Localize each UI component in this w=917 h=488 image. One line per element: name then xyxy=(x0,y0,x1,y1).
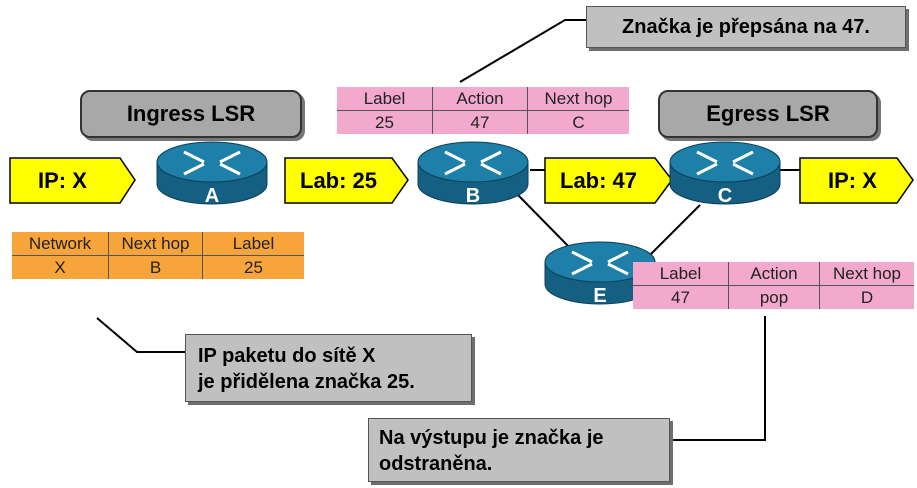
packet-ip-out xyxy=(799,157,914,204)
callout-egress-line1: Na výstupu je značka je xyxy=(379,427,604,449)
egress-lsr-label: Egress LSR xyxy=(658,90,878,138)
callout-relabel: Značka je přepsána na 47. xyxy=(586,6,906,48)
table-b-header-label: Label xyxy=(337,87,433,111)
table-b-cell-nexthop: C xyxy=(527,110,629,134)
packet-ip-in-label: IP: X xyxy=(38,168,87,193)
table-b-cell-label: 25 xyxy=(337,110,433,134)
router-e: E xyxy=(544,241,656,307)
table-a-cell-label: 25 xyxy=(202,255,304,279)
label-table-e: Label Action Next hop 47 pop D xyxy=(633,262,914,309)
table-e-header-label: Label xyxy=(633,262,729,286)
callout-egress-line2: odstraněna. xyxy=(379,453,493,475)
leader-top xyxy=(459,19,586,83)
ingress-lsr-label: Ingress LSR xyxy=(80,90,302,138)
label-table-b: Label Action Next hop 25 47 C xyxy=(337,87,629,134)
callout-egress: Na výstupu je značka je odstraněna. xyxy=(368,418,670,482)
packet-lab-25 xyxy=(284,157,409,204)
table-e-header-action: Action xyxy=(728,262,820,286)
table-a-cell-network: X xyxy=(12,255,109,279)
router-c: C xyxy=(669,141,781,207)
packet-ip-in xyxy=(9,157,136,204)
leader-ingress xyxy=(96,317,185,353)
router-c-label: C xyxy=(718,185,732,207)
table-b-header-nexthop: Next hop xyxy=(527,87,629,111)
packet-lab-25-label: Lab: 25 xyxy=(300,168,377,193)
router-arrows-icon xyxy=(183,150,241,176)
router-a: A xyxy=(156,141,268,207)
router-arrows-icon xyxy=(571,250,629,276)
table-e-header-nexthop: Next hop xyxy=(819,262,914,286)
table-a-header-network: Network xyxy=(12,232,109,256)
router-b-label: B xyxy=(466,185,480,207)
table-e-cell-action: pop xyxy=(728,285,820,309)
router-e-label: E xyxy=(593,285,606,307)
router-b: B xyxy=(417,141,529,207)
packet-lab-47-label: Lab: 47 xyxy=(560,168,637,193)
leader-egress xyxy=(672,316,766,441)
link-c-e xyxy=(649,204,701,256)
table-e-cell-label: 47 xyxy=(633,285,729,309)
table-b-cell-action: 47 xyxy=(432,110,528,134)
router-arrows-icon xyxy=(444,150,502,176)
table-a-cell-nexthop: B xyxy=(108,255,203,279)
link-b-e xyxy=(517,194,573,251)
router-a-label: A xyxy=(205,185,219,207)
table-b-header-action: Action xyxy=(432,87,528,111)
table-e-cell-nexthop: D xyxy=(819,285,914,309)
label-table-a: Network Next hop Label X B 25 xyxy=(12,232,304,279)
callout-ingress: IP paketu do sítě X je přidělena značka … xyxy=(185,334,472,402)
callout-ingress-line1: IP paketu do sítě X xyxy=(198,345,376,367)
packet-lab-47 xyxy=(544,157,673,204)
table-a-header-nexthop: Next hop xyxy=(108,232,203,256)
callout-ingress-line2: je přidělena značka 25. xyxy=(198,371,415,393)
table-a-header-label: Label xyxy=(202,232,304,256)
packet-ip-out-label: IP: X xyxy=(828,168,877,193)
router-arrows-icon xyxy=(696,150,754,176)
